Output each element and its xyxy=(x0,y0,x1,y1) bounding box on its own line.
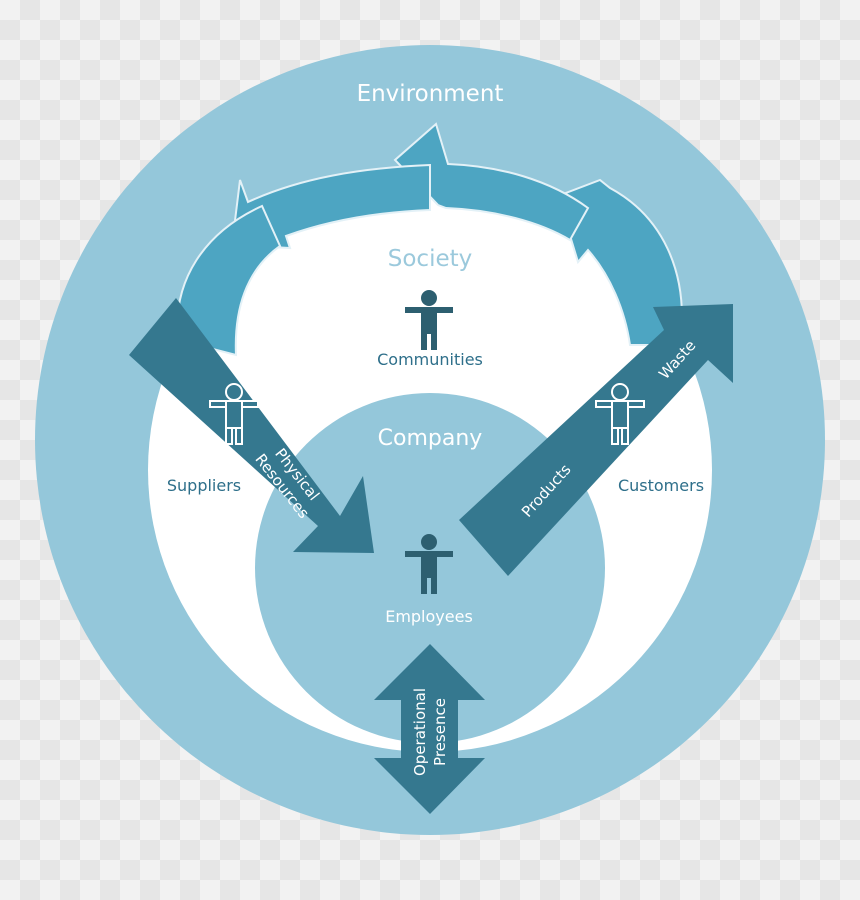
cycle-arrow-right xyxy=(556,178,683,346)
person-icon xyxy=(209,383,259,445)
employees-label: Employees xyxy=(385,607,473,626)
company-label: Company xyxy=(378,426,483,451)
operational-presence-line-1: Operational xyxy=(411,688,429,776)
suppliers-label: Suppliers xyxy=(167,476,241,495)
communities-label: Communities xyxy=(377,350,483,369)
products-waste-arrow xyxy=(459,304,733,576)
person-icon xyxy=(595,383,645,445)
environment-label: Environment xyxy=(357,81,504,107)
customers-label: Customers xyxy=(618,476,704,495)
operational-presence-text: Operational Presence xyxy=(411,688,449,776)
person-icon xyxy=(405,290,453,350)
operational-presence-line-2: Presence xyxy=(431,698,449,766)
operational-presence-arrow xyxy=(374,644,485,814)
person-icon xyxy=(405,534,453,594)
society-label: Society xyxy=(388,246,473,272)
physical-resources-arrow xyxy=(129,298,374,553)
cycle-arrow-top xyxy=(393,122,590,242)
